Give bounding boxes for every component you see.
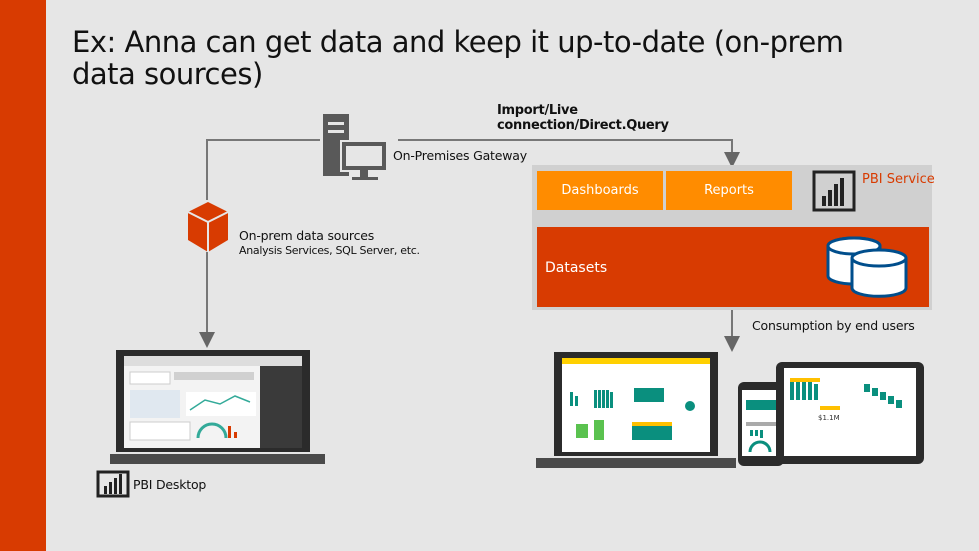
laptop-desktop-screenshot [110, 350, 325, 474]
svg-text:$1.1M: $1.1M [818, 414, 840, 422]
consumption-label: Consumption by end users [752, 318, 915, 333]
pbi-desktop-label: PBI Desktop [133, 477, 207, 492]
onprem-label: On-prem data sources [239, 228, 375, 243]
power-bi-logo-icon [96, 470, 132, 502]
power-bi-logo-icon [812, 170, 856, 216]
server-computer-icon [320, 112, 392, 188]
database-cube-icon [186, 200, 230, 258]
connection-label: Import/Live connection/Direct.Query [497, 103, 669, 133]
dashboards-tile[interactable]: Dashboards [537, 171, 663, 210]
onprem-sub-label: Analysis Services, SQL Server, etc. [239, 244, 420, 257]
pbi-service-label: PBI Service [862, 172, 935, 187]
gateway-label: On-Premises Gateway [393, 148, 527, 163]
slide-title: Ex: Anna can get data and keep it up-to-… [72, 25, 844, 91]
gateway-to-service-line [398, 139, 740, 168]
datasets-label: Datasets [545, 260, 608, 276]
tablet-screenshot: $1.1M [776, 362, 924, 468]
phone-screenshot [738, 382, 786, 470]
reports-tile[interactable]: Reports [666, 171, 792, 210]
database-cylinders-icon [826, 236, 910, 304]
accent-bar [0, 0, 46, 551]
gateway-to-onprem-line [206, 139, 320, 200]
laptop-service-screenshot [536, 352, 736, 474]
